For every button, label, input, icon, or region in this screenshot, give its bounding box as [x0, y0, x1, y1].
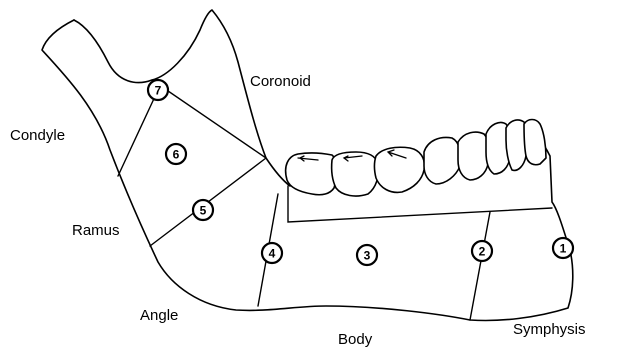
label-symphysis: Symphysis: [513, 321, 586, 338]
marker-2-number: 2: [479, 245, 486, 259]
marker-4: 4: [262, 243, 282, 263]
marker-3-number: 3: [364, 249, 371, 263]
marker-5-number: 5: [200, 204, 207, 218]
marker-6: 6: [166, 144, 186, 164]
marker-5: 5: [193, 200, 213, 220]
marker-6-number: 6: [173, 148, 180, 162]
marker-1-number: 1: [560, 242, 567, 256]
premolar-tooth-1: [424, 138, 461, 184]
molar-tooth-3: [375, 147, 425, 192]
line-6: [118, 90, 158, 176]
label-coronoid: Coronoid: [250, 73, 311, 90]
label-angle: Angle: [140, 307, 178, 324]
marker-3: 3: [357, 245, 377, 265]
label-condyle: Condyle: [10, 127, 65, 144]
teeth: [286, 120, 546, 197]
marker-4-number: 4: [269, 247, 276, 261]
marker-7: 7: [148, 80, 168, 100]
label-body: Body: [338, 331, 373, 348]
premolar-tooth-2: [458, 132, 489, 180]
marker-7-number: 7: [155, 84, 162, 98]
marker-2: 2: [472, 241, 492, 261]
line-2: [470, 212, 490, 320]
marker-1: 1: [553, 238, 573, 258]
molar-tooth-2: [332, 152, 379, 196]
label-ramus: Ramus: [72, 222, 120, 239]
incisor-tooth-2: [524, 120, 546, 165]
region-dividers: [118, 80, 552, 320]
